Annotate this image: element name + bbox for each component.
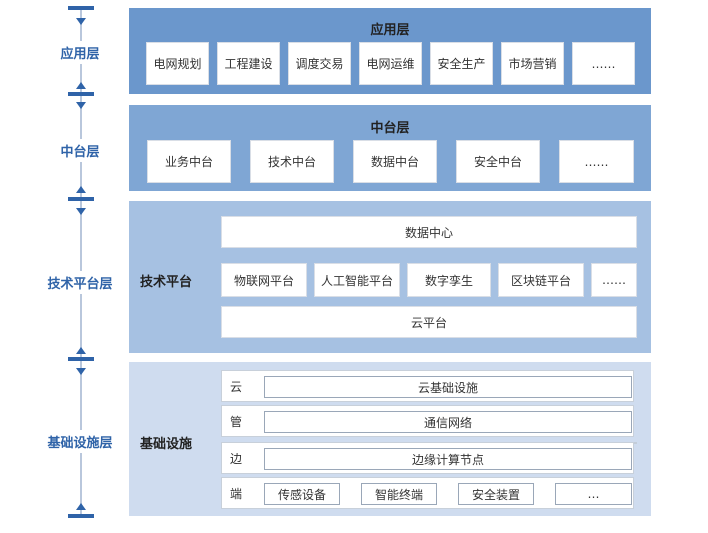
axis-tick-5 bbox=[68, 514, 94, 518]
axis-arrow-down bbox=[76, 208, 86, 215]
tech-data-center: 数据中心 bbox=[221, 216, 637, 248]
app-item-grid-planning: 电网规划 bbox=[146, 42, 209, 85]
app-item-operation: 电网运维 bbox=[359, 42, 422, 85]
axis-tick-1 bbox=[68, 6, 94, 10]
axis-arrow-up bbox=[76, 186, 86, 193]
app-item-dispatch: 调度交易 bbox=[288, 42, 351, 85]
axis-arrow-down bbox=[76, 18, 86, 25]
axis-label-infra: 基础设施层 bbox=[20, 430, 140, 453]
infra-row-edge: 边 边缘计算节点 bbox=[221, 442, 634, 474]
infra-more: … bbox=[555, 483, 632, 505]
tech-item-more: …… bbox=[591, 263, 637, 297]
infra-row-letter: 边 bbox=[230, 452, 243, 466]
axis-arrow-down bbox=[76, 102, 86, 109]
app-layer-panel: 应用层 电网规划 工程建设 调度交易 电网运维 安全生产 市场营销 …… bbox=[129, 8, 651, 94]
tech-layer-label: 技术平台 bbox=[140, 275, 193, 290]
app-item-safety: 安全生产 bbox=[430, 42, 493, 85]
mid-item-security: 安全中台 bbox=[456, 140, 540, 183]
infra-row-pipe: 管 通信网络 bbox=[221, 405, 634, 437]
axis-arrow-up bbox=[76, 347, 86, 354]
mid-layer-panel: 中台层 业务中台 技术中台 数据中台 安全中台 …… bbox=[129, 105, 651, 191]
axis-tick-2 bbox=[68, 92, 94, 96]
tech-item-ai: 人工智能平台 bbox=[314, 263, 400, 297]
infra-row-letter: 端 bbox=[230, 487, 243, 501]
infra-safety-device: 安全装置 bbox=[458, 483, 534, 505]
tech-item-blockchain: 区块链平台 bbox=[498, 263, 584, 297]
infra-row-cloud: 云 云基础设施 bbox=[221, 370, 634, 402]
axis-arrow-up bbox=[76, 82, 86, 89]
axis-arrow-up bbox=[76, 503, 86, 510]
infra-row-letter: 云 bbox=[230, 380, 243, 394]
infra-smart-terminal: 智能终端 bbox=[361, 483, 437, 505]
axis-tick-3 bbox=[68, 197, 94, 201]
tech-cloud-platform: 云平台 bbox=[221, 306, 637, 338]
app-item-construction: 工程建设 bbox=[217, 42, 280, 85]
axis-arrow-down bbox=[76, 368, 86, 375]
infra-row-letter: 管 bbox=[230, 415, 243, 429]
tech-item-twin: 数字孪生 bbox=[407, 263, 491, 297]
infra-cloud-infra: 云基础设施 bbox=[264, 376, 632, 398]
app-item-more: …… bbox=[572, 42, 635, 85]
axis-label-mid: 中台层 bbox=[20, 139, 140, 162]
infra-edge-node: 边缘计算节点 bbox=[264, 448, 632, 470]
mid-item-business: 业务中台 bbox=[147, 140, 231, 183]
infra-row-terminal: 端 传感设备 智能终端 安全装置 … bbox=[221, 477, 634, 509]
axis-tick-4 bbox=[68, 357, 94, 361]
mid-item-technology: 技术中台 bbox=[250, 140, 334, 183]
tech-item-iot: 物联网平台 bbox=[221, 263, 307, 297]
mid-item-data: 数据中台 bbox=[353, 140, 437, 183]
app-layer-title: 应用层 bbox=[370, 23, 410, 38]
axis-rail bbox=[80, 8, 82, 516]
mid-layer-title: 中台层 bbox=[370, 121, 410, 136]
tech-layer-panel: 技术平台 数据中心 物联网平台 人工智能平台 数字孪生 区块链平台 …… 云平台 bbox=[129, 201, 651, 353]
mid-item-more: …… bbox=[559, 140, 634, 183]
infra-sensor: 传感设备 bbox=[264, 483, 340, 505]
infra-layer-panel: 基础设施 云 云基础设施 管 通信网络 边 边缘计算节点 端 传感设备 智能终端… bbox=[129, 362, 651, 516]
infra-network: 通信网络 bbox=[264, 411, 632, 433]
app-item-marketing: 市场营销 bbox=[501, 42, 564, 85]
axis-label-tech: 技术平台层 bbox=[20, 271, 140, 294]
infra-layer-label: 基础设施 bbox=[140, 437, 193, 452]
axis-label-app: 应用层 bbox=[20, 41, 140, 64]
